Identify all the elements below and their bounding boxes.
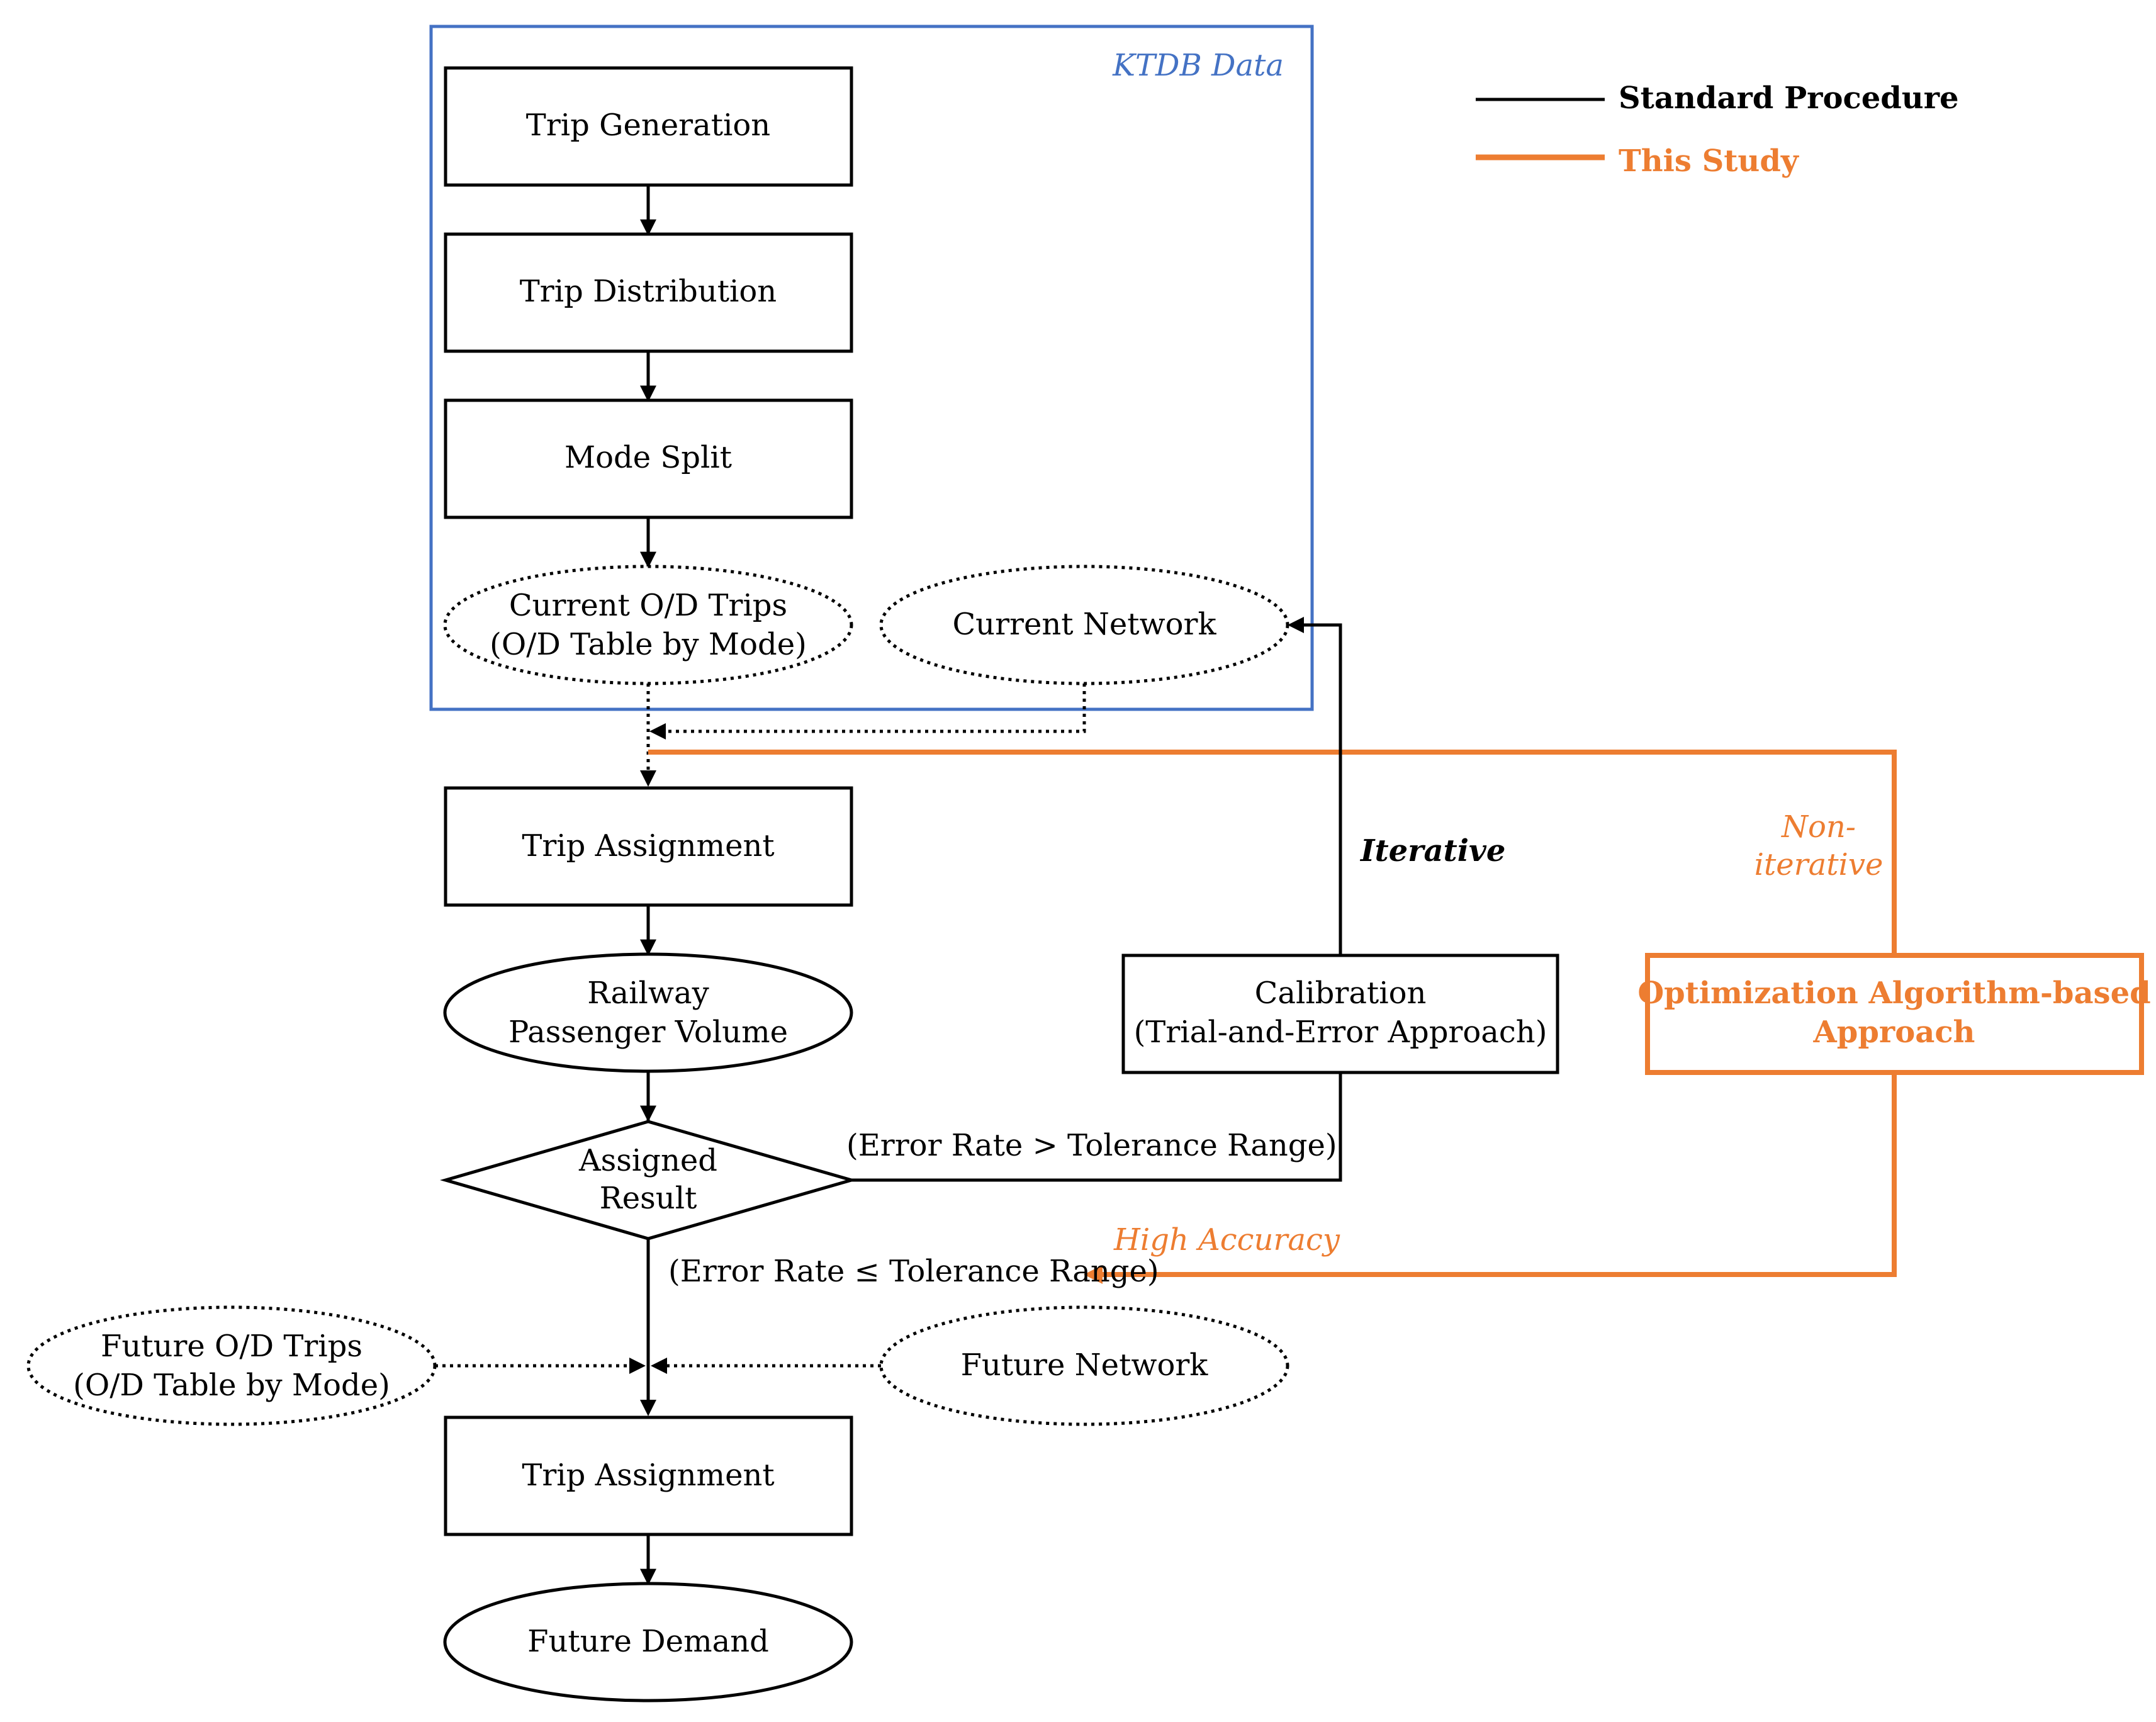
arrow-into-trip-assignment-1 <box>640 770 656 787</box>
future-demand-label: Future Demand <box>527 1624 769 1659</box>
ktdb-data-label: KTDB Data <box>1112 48 1284 83</box>
current-od-trips-label-1: Current O/D Trips <box>509 588 787 623</box>
dotted-current-network-connector <box>654 684 1086 733</box>
current-od-trips-ellipse <box>443 565 853 685</box>
trip-distribution-label: Trip Distribution <box>520 274 777 309</box>
calibration-label-2: (Trial-and-Error Approach) <box>1134 1015 1547 1050</box>
trip-assignment-label-1: Trip Assignment <box>522 828 774 864</box>
assigned-result-label-1: Assigned <box>578 1143 717 1178</box>
iterative-label: Iterative <box>1359 833 1505 869</box>
mode-split-box <box>444 398 853 519</box>
future-demand-ellipse <box>443 1582 853 1702</box>
trip-generation-box <box>444 66 853 187</box>
current-network-label: Current Network <box>952 607 1216 642</box>
optimization-label-2: Approach <box>1813 1015 1975 1050</box>
non-iterative-label-1: Non- <box>1781 809 1856 845</box>
railway-passenger-volume-label-2: Passenger Volume <box>508 1015 788 1050</box>
error-greater-label: (Error Rate > Tolerance Range) <box>846 1128 1337 1163</box>
future-od-trips-ellipse <box>26 1305 437 1426</box>
high-accuracy-label: High Accuracy <box>1113 1222 1340 1258</box>
dotted-current-network-arrowhead <box>649 723 666 740</box>
trip-assignment-box-2 <box>444 1415 853 1536</box>
high-accuracy-path <box>1098 1072 1897 1277</box>
dotted-future-network-arrowhead <box>651 1358 667 1374</box>
non-iterative-path <box>648 750 1897 955</box>
dotted-future-od-arrowhead <box>629 1358 646 1374</box>
trip-generation-label: Trip Generation <box>526 108 770 143</box>
future-od-trips-label-1: Future O/D Trips <box>101 1329 362 1364</box>
optimization-label-1: Optimization Algorithm-based <box>1637 976 2150 1011</box>
iterative-arrowhead <box>1288 617 1304 633</box>
future-network-ellipse <box>879 1305 1289 1426</box>
calibration-box <box>1121 954 1559 1074</box>
non-iterative-label-2: iterative <box>1755 847 1884 882</box>
future-od-trips-label-2: (O/D Table by Mode) <box>73 1368 390 1403</box>
mode-split-label: Mode Split <box>564 440 732 475</box>
future-network-label: Future Network <box>961 1348 1209 1383</box>
error-le-label: (Error Rate ≤ Tolerance Range) <box>668 1254 1159 1289</box>
assigned-result-label-2: Result <box>600 1181 697 1216</box>
legend-standard-label: Standard Procedure <box>1619 81 1959 116</box>
current-od-trips-label-2: (O/D Table by Mode) <box>490 627 807 662</box>
calibration-label-1: Calibration <box>1255 976 1427 1011</box>
trip-distribution-box <box>444 232 853 353</box>
railway-passenger-volume-ellipse <box>443 952 853 1073</box>
error-greater-path <box>851 1072 1342 1182</box>
optimization-box <box>1645 953 2144 1075</box>
assigned-result-diamond <box>439 1120 858 1241</box>
iterative-path <box>1298 623 1342 955</box>
legend-study-label: This Study <box>1619 144 1800 179</box>
trip-assignment-box-1 <box>444 786 853 907</box>
ktdb-data-frame <box>429 25 1314 711</box>
railway-passenger-volume-label-1: Railway <box>587 976 709 1011</box>
trip-assignment-label-2: Trip Assignment <box>522 1458 774 1493</box>
high-accuracy-arrowhead <box>1084 1265 1103 1284</box>
arrow-into-trip-assignment-2 <box>640 1400 656 1416</box>
